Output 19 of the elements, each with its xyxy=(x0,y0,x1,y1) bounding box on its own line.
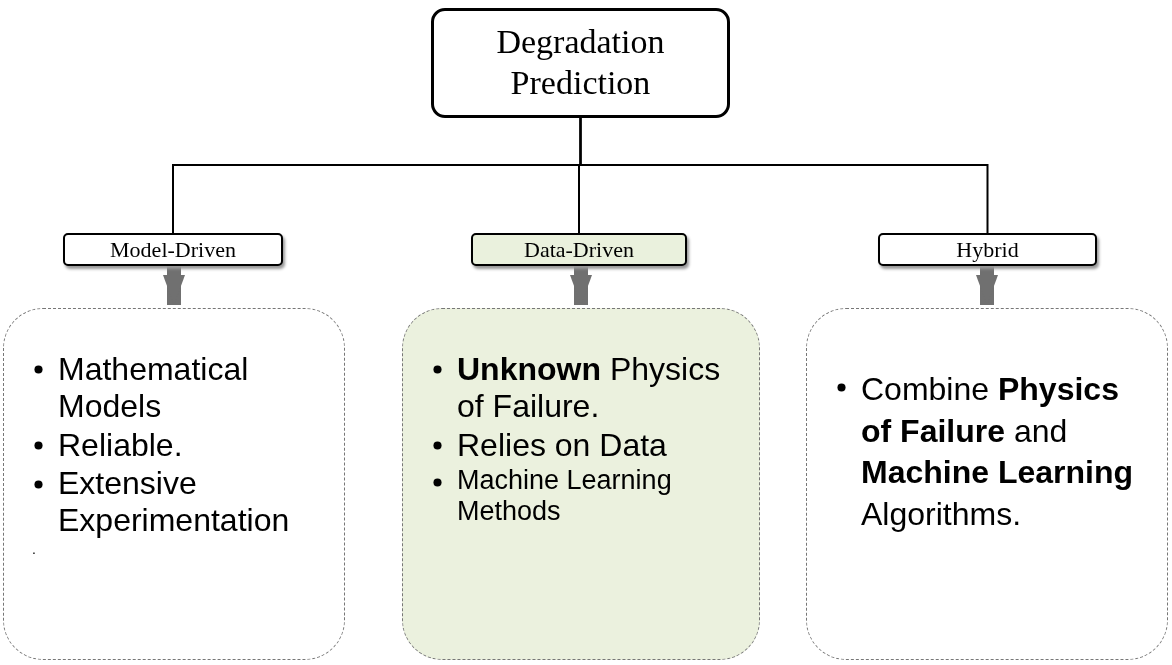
category-box: Model-Driven xyxy=(63,233,283,266)
description-card xyxy=(806,308,1168,660)
bullet-text: Relies on Data xyxy=(431,426,741,464)
block-arrow xyxy=(570,266,592,305)
description-card xyxy=(402,308,760,660)
bullet-text: Extensive Experimentation xyxy=(32,465,326,539)
connector-line xyxy=(579,117,989,234)
block-arrow xyxy=(976,266,998,305)
bullet-text: Reliable. xyxy=(32,426,326,464)
category-box: Data-Driven xyxy=(471,233,687,266)
bullet-text: Mathematical Models xyxy=(32,351,326,425)
bullet-text: Combine Physics of Failure and Machine Learning Algorithms. xyxy=(835,369,1149,536)
bullet-text: Machine Learning Methods xyxy=(431,465,741,528)
stray-dot: . xyxy=(32,541,37,558)
title-box: Degradation Prediction xyxy=(431,8,730,118)
block-arrow xyxy=(163,266,185,305)
category-box: Hybrid xyxy=(878,233,1097,266)
description-card xyxy=(3,308,345,660)
bullet-text: Unknown Physics of Failure. xyxy=(431,351,741,425)
